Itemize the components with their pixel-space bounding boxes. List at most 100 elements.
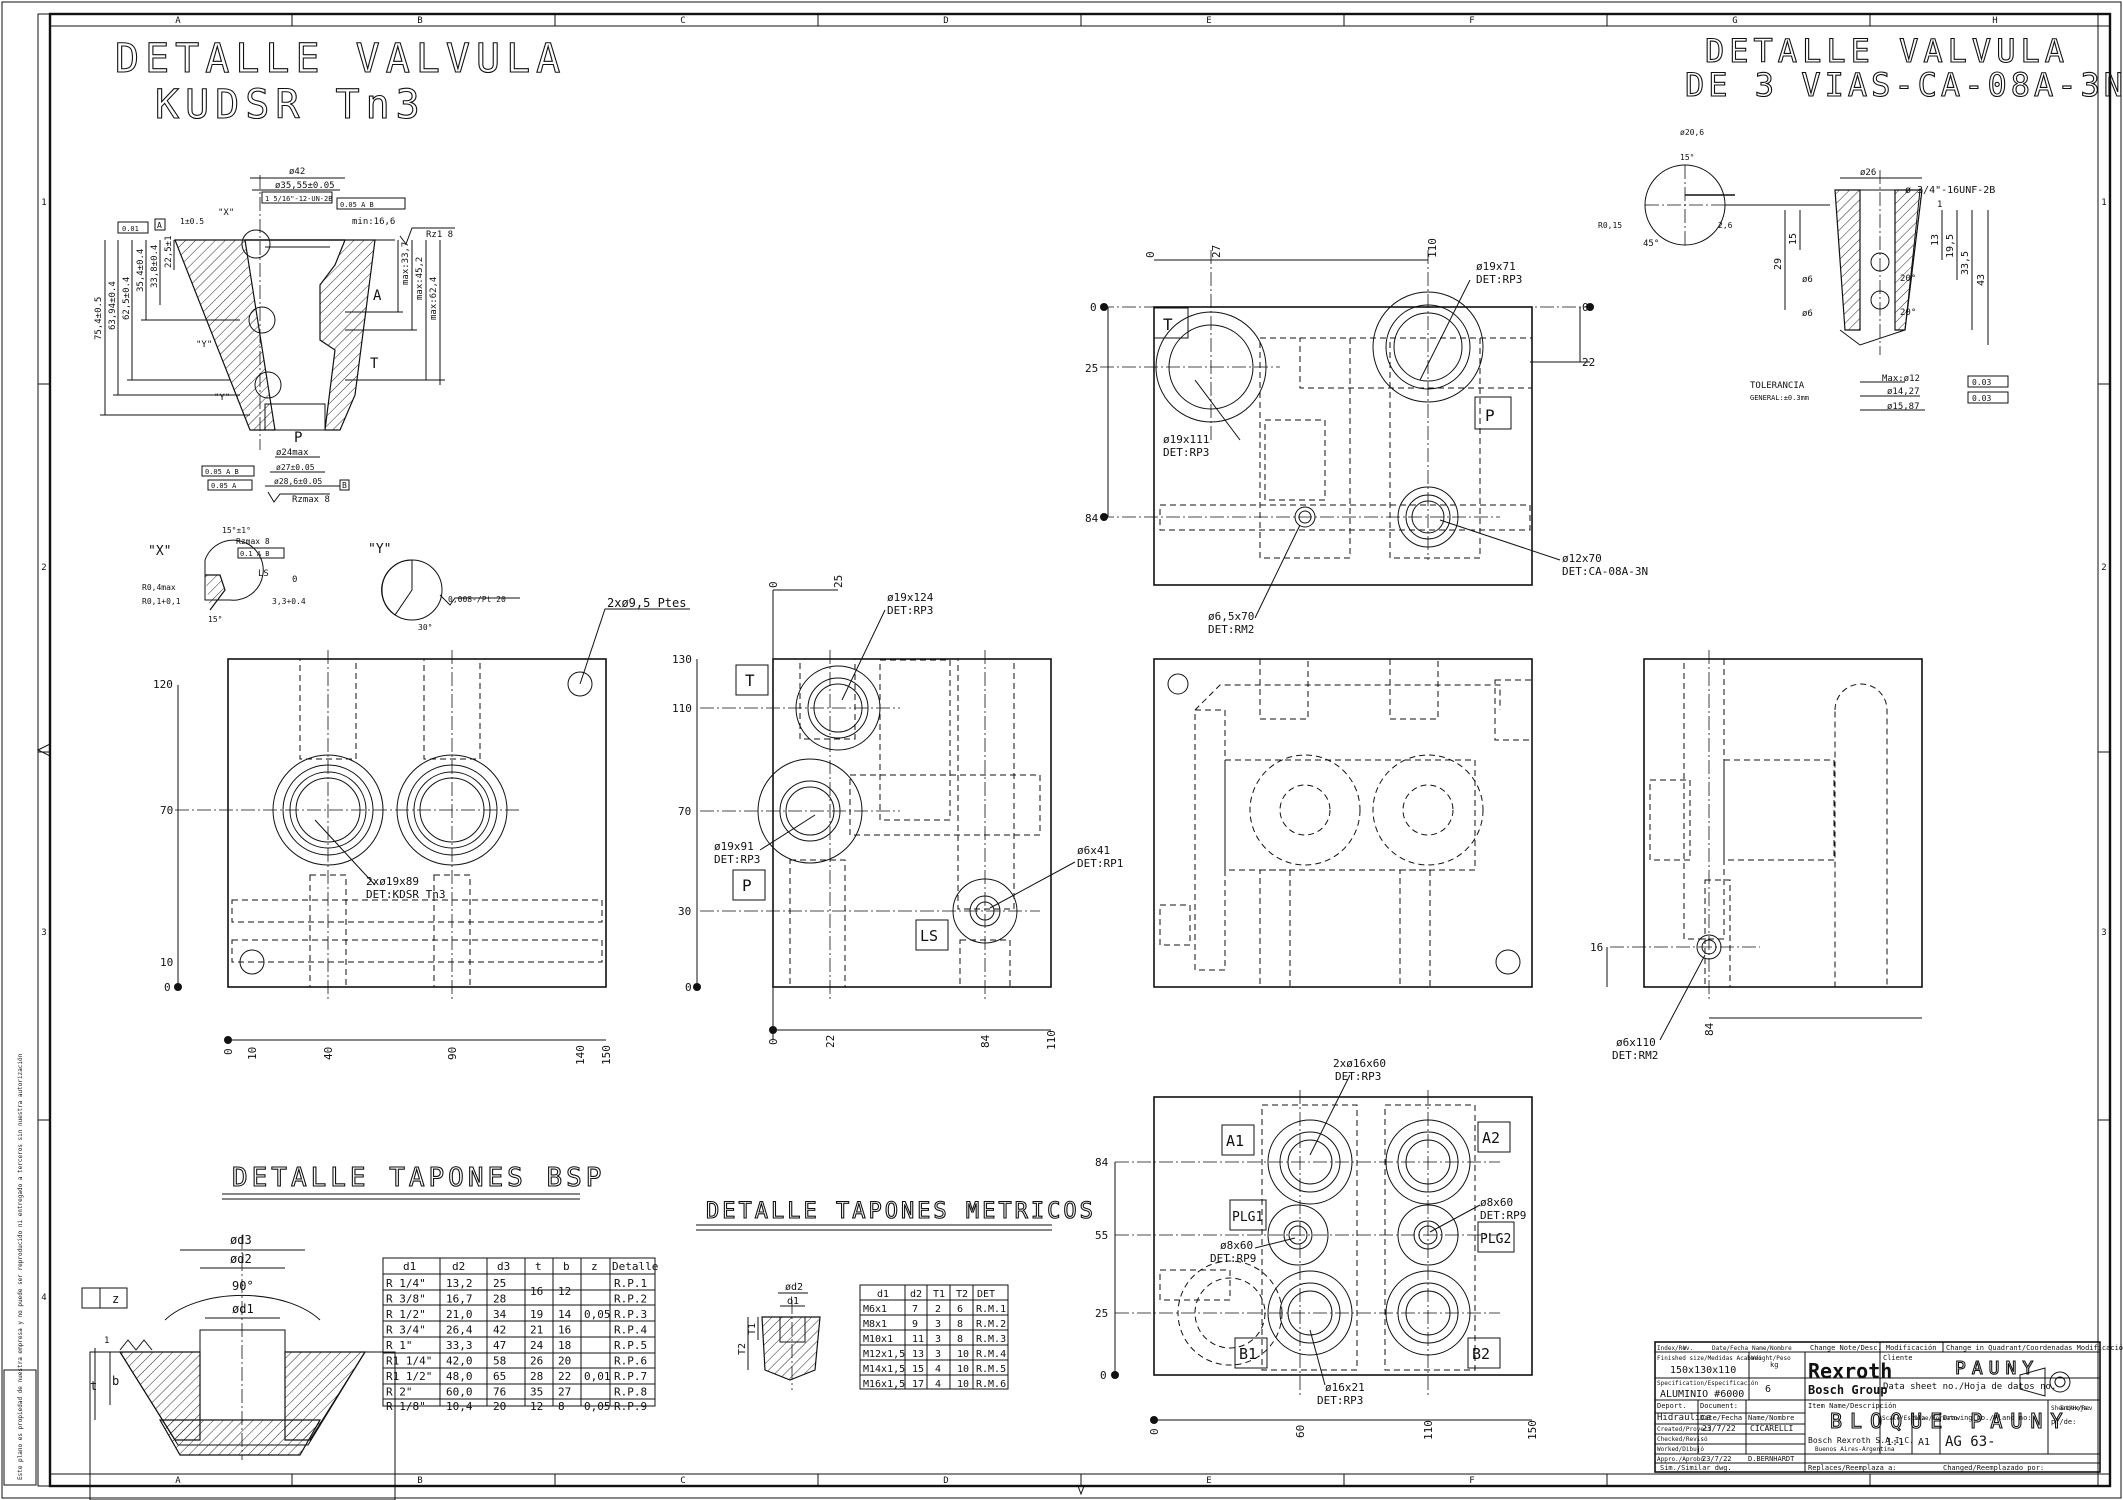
datum-b-tag: B [342,481,347,490]
bsp-cell: R 1" [386,1339,413,1352]
detail-x-angle: 15°±1° [222,526,251,535]
bsp-cell: R 3/4" [386,1324,426,1337]
grid-col-b: B [417,16,422,26]
dim-d1: 1±0.5 [180,217,204,226]
metric-cell: 4 [935,1379,941,1390]
tb-index-label: Index/Rev [2060,1405,2093,1412]
block-side-view: 130 110 70 30 0 0 25 0 22 84 110 T P LS … [672,575,1123,1050]
grid-col-f-bottom: F [1469,1476,1474,1486]
bottom-x150: 150 [1526,1420,1539,1440]
bottom-port-a1: A1 [1226,1132,1244,1150]
bottom-x0: 0 [1148,1428,1161,1435]
bsp-cell: 24 [530,1339,544,1352]
ca-dim-one: 1 [1937,200,1942,210]
top-x27: 27 [1210,245,1223,258]
front-y10: 10 [160,956,173,969]
metric-cell: R.M.5 [976,1364,1006,1375]
ca-tolerancia-general: GENERAL:±0.3mm [1750,394,1809,402]
tb-hdr-index: Index/Rev. [1657,1345,1693,1352]
bsp-cell: R1 1/4" [386,1355,432,1368]
tb-cliente-label: Cliente [1883,1354,1913,1362]
bsp-one: 1 [104,1336,109,1346]
ca-tolerancia: TOLERANCIA [1750,381,1805,391]
tb-data-sheet: Data sheet no./Hoja de datos no. [1883,1382,2056,1392]
detail-x-label: "X" [148,544,171,559]
top-c4a: ø6,5x70 [1208,610,1254,623]
side-port-ls: LS [920,927,938,945]
metric-th-t1: T1 [933,1289,945,1300]
side-port-p: P [742,876,752,895]
front-c2a: 2xø19x89 [366,875,419,888]
tb-created-name: CICARELLI [1750,1424,1794,1433]
dim-v22: 22,5±1 [164,235,174,268]
bsp-cell: 26,4 [446,1324,473,1337]
front-y70: 70 [160,804,173,817]
dim-v33: 33,8±0.4 [150,245,160,288]
tb-cliente-value: PAUNY [1955,1358,2039,1379]
tb-weight-unit: kg [1770,1361,1778,1369]
label-y-bottom: "Y" [214,393,230,403]
title-tapones-metricos: DETALLE TAPONES METRICOS [706,1199,1096,1224]
tb-appro-name: D.BERNHARDT [1748,1455,1795,1463]
metric-th-t2: T2 [956,1289,968,1300]
bsp-cell: R.P.1 [614,1277,647,1290]
kudsr-cavity-section: ø42 ø35,55±0.05 1 5/16"-12-UN-2B 0.05 A … [94,167,455,505]
metric-cell: M12x1,5 [863,1349,905,1360]
grid-row-3: 3 [41,928,46,938]
bsp-d1: ød1 [232,1302,254,1316]
bottom-x110: 110 [1422,1420,1435,1440]
front-y0: 0 [164,981,171,994]
titles: DETALLE VALVULA KUDSR Tn3 DETALLE VALVUL… [114,31,2123,1231]
bsp-cell: 28 [530,1370,543,1383]
tb-date-label: Date/Fecha [1700,1414,1742,1422]
bottom-port-plg1: PLG1 [1232,1210,1263,1225]
tb-brand-bosch: Bosch Group [1808,1383,1887,1397]
tb-sheet-label: Sheet/Hoja: [2051,1405,2091,1412]
ca-dim-v26: 2,6 [1718,221,1733,230]
top-c2b: DET:RP3 [1163,446,1209,459]
bsp-cell: 48,0 [446,1370,473,1383]
ca-dim-v43: 43 [1976,274,1987,286]
side-x0: 0 [767,1038,780,1045]
grid-row-3-right: 3 [2101,928,2106,938]
tb-nombre-label: Name/Nombre [1748,1414,1794,1422]
bsp-cell: 60,0 [446,1386,473,1399]
bsp-cell-merged-t: 16 [530,1285,543,1298]
metric-cell: 11 [912,1334,924,1345]
bottom-y0: 0 [1100,1369,1107,1382]
metric-cell: 3 [935,1319,941,1330]
grid-row-2-right: 2 [2101,563,2106,573]
tb-dept-label: Deport. [1657,1402,1687,1410]
detail-y-angle: 30° [418,623,432,632]
detail-y-note: 0,008-/Pt 20 [448,595,506,604]
bottom-port-plg2: PLG2 [1480,1232,1511,1247]
bsp-cell: 14 [558,1308,572,1321]
detail-x-tol: 0.1 A B [240,550,270,558]
bsp-cell: 35 [530,1386,543,1399]
top-port-t: T [1163,315,1173,334]
grid-col-f: F [1469,16,1474,26]
dim-v75: 75,4±0.5 [94,297,104,340]
tb-city: Buenos Aires-Argentina [1815,1446,1895,1453]
ca-dim-max12: Max:ø12 [1882,374,1920,384]
bsp-cell: R.P.3 [614,1308,647,1321]
side-x0-top: 0 [767,581,780,588]
metric-th-d2: d2 [910,1289,922,1300]
metric-cell: M6x1 [863,1304,887,1315]
grid-row-1: 1 [41,198,46,208]
front-x0: 0 [222,1048,235,1055]
bsp-cell: 58 [493,1355,506,1368]
bsp-cell: R.P.5 [614,1339,647,1352]
bottom-port-b1: B1 [1239,1345,1257,1363]
metric-cell: 8 [957,1334,963,1345]
bsp-cell: 19 [530,1308,543,1321]
bottom-y55: 55 [1095,1229,1108,1242]
bsp-cell: R 3/8" [386,1293,426,1306]
bsp-cell: 12 [530,1400,543,1413]
metric-cell: M16x1,5 [863,1379,905,1390]
detail-y-label: "Y" [368,542,391,557]
tb-doc-label: Document: [1700,1402,1738,1410]
side-port-t: T [745,671,755,690]
grid-row-1-right: 1 [2101,198,2106,208]
bsp-cell: 13,2 [446,1277,473,1290]
